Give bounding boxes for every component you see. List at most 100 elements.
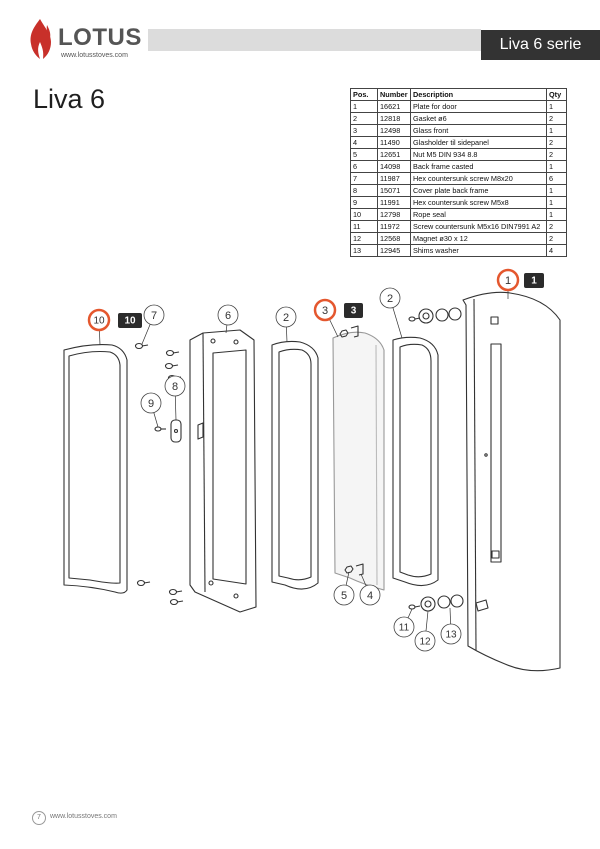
glass-panel bbox=[332, 331, 385, 591]
callout-12: 12 bbox=[414, 630, 436, 652]
door-plate-bracket bbox=[475, 599, 489, 612]
back-frame-opening bbox=[212, 349, 247, 585]
cover-plate-body bbox=[170, 419, 182, 443]
screw bbox=[408, 316, 421, 322]
callout-number: 4 bbox=[367, 590, 373, 602]
callout-9: 9 bbox=[140, 392, 162, 414]
callout-badge bbox=[344, 303, 363, 318]
callout-number: 5 bbox=[341, 590, 347, 602]
rope-seal-inner bbox=[68, 350, 121, 584]
door-plate-fold bbox=[473, 298, 477, 651]
callout-circle bbox=[217, 304, 239, 326]
nut-bottom bbox=[344, 565, 354, 574]
part-gasket-left bbox=[271, 340, 319, 590]
callout-6: 6 bbox=[217, 304, 239, 326]
screw bbox=[408, 604, 421, 610]
callout-13: 13 bbox=[440, 623, 462, 645]
part-magnet-set-top bbox=[408, 307, 462, 324]
callout-circle bbox=[359, 584, 381, 606]
callout-circle bbox=[414, 630, 436, 652]
cell-pos: 13 bbox=[350, 244, 378, 257]
callout-7: 7 bbox=[143, 304, 165, 326]
magnet bbox=[420, 596, 436, 612]
callout-2-left: 2 bbox=[275, 306, 297, 328]
gasket-inner bbox=[399, 343, 432, 578]
callout-number: 11 bbox=[399, 623, 410, 634]
callout-circle bbox=[164, 375, 186, 397]
callout-circle bbox=[333, 584, 355, 606]
page-number: 7 bbox=[32, 811, 46, 825]
page-title: Liva 6 bbox=[33, 84, 106, 114]
callout-badge bbox=[118, 313, 142, 328]
part-screws-m8 bbox=[134, 342, 184, 606]
washer bbox=[435, 308, 449, 322]
callout-1: 1 1 bbox=[496, 268, 544, 292]
callout-circle bbox=[440, 623, 462, 645]
flame-icon bbox=[30, 19, 51, 59]
flame-tongue bbox=[46, 25, 51, 38]
magnet-core bbox=[424, 600, 432, 608]
back-frame-latch bbox=[197, 422, 204, 440]
callout-number: 13 bbox=[445, 630, 457, 641]
callout-number: 10 bbox=[93, 316, 105, 327]
callout-circle bbox=[140, 392, 162, 414]
leader-lines bbox=[98, 280, 509, 642]
callout-badge bbox=[524, 273, 544, 288]
rope-seal-outer bbox=[63, 344, 128, 594]
screw-head bbox=[154, 426, 162, 432]
header-bar bbox=[148, 29, 481, 51]
back-frame-hole bbox=[233, 593, 239, 599]
cover-plate-hole bbox=[173, 428, 179, 434]
callout-3: 3 3 bbox=[313, 298, 363, 322]
glass-holder-top bbox=[350, 325, 359, 338]
callout-4: 4 bbox=[359, 584, 381, 606]
callout-11: 11 bbox=[393, 616, 415, 638]
callout-number: 3 bbox=[322, 305, 328, 317]
door-plate-hole bbox=[484, 453, 488, 457]
gasket-inner bbox=[278, 348, 312, 581]
flame-outer bbox=[30, 19, 51, 59]
gasket-outer bbox=[392, 336, 439, 587]
callout-circle bbox=[393, 616, 415, 638]
cell-qty: 4 bbox=[546, 244, 567, 257]
magnet bbox=[418, 308, 434, 324]
part-magnet-set-bottom bbox=[408, 594, 464, 612]
part-screw-m5 bbox=[154, 426, 166, 432]
callout-number: 6 bbox=[225, 310, 231, 322]
part-cover-plate bbox=[170, 419, 182, 443]
washer bbox=[448, 307, 462, 321]
back-frame-side-edge bbox=[202, 332, 206, 593]
back-frame-hole bbox=[208, 580, 214, 586]
washer bbox=[450, 594, 464, 608]
callout-badge-number: 3 bbox=[351, 306, 357, 317]
washer bbox=[437, 595, 451, 609]
callout-highlight-ring bbox=[496, 268, 520, 292]
callout-number: 1 bbox=[505, 275, 511, 287]
nut-top bbox=[339, 329, 349, 338]
screw bbox=[136, 579, 151, 587]
screw bbox=[164, 362, 179, 370]
part-glass-front bbox=[332, 331, 385, 591]
callout-number: 9 bbox=[148, 398, 154, 410]
screw bbox=[165, 349, 180, 357]
part-door-plate bbox=[462, 291, 561, 672]
back-frame-hole bbox=[210, 338, 216, 344]
screw bbox=[134, 342, 149, 350]
screw bbox=[169, 598, 184, 606]
callout-2-right: 2 bbox=[379, 287, 401, 309]
part-back-frame bbox=[189, 329, 257, 613]
callout-number: 8 bbox=[172, 381, 178, 393]
callout-10: 10 10 bbox=[87, 308, 142, 332]
back-frame-outline bbox=[189, 329, 257, 613]
part-gasket-right bbox=[392, 336, 439, 587]
